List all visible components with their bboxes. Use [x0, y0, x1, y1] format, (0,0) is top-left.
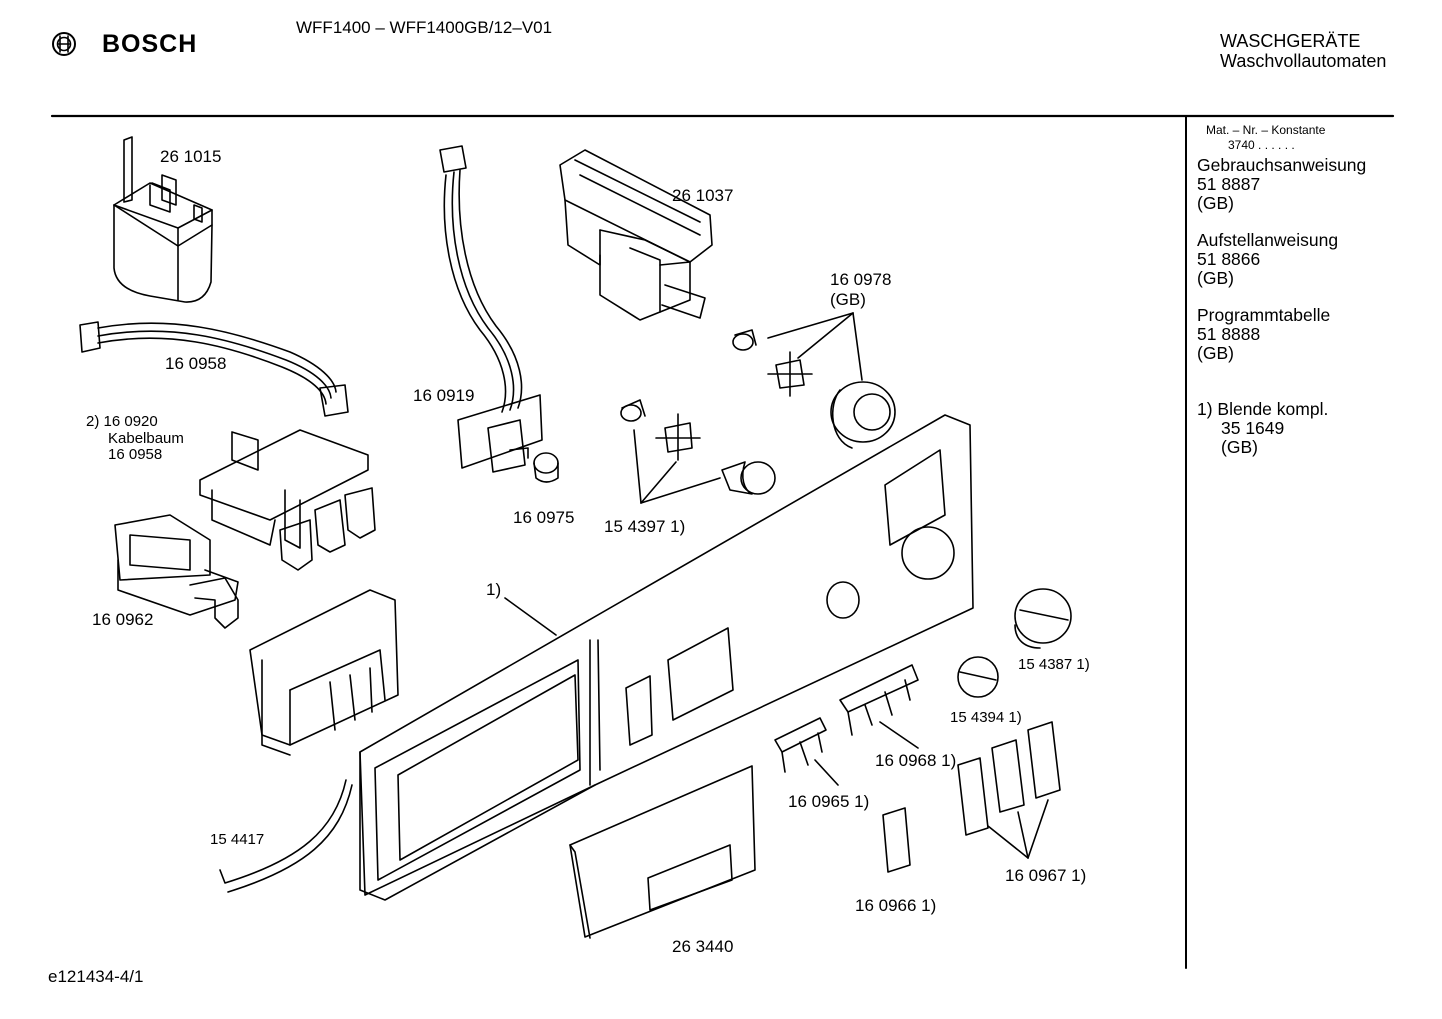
label-154387: 15 4387 1) [1018, 656, 1090, 673]
label-160919: 16 0919 [413, 386, 475, 405]
doc2-title: Aufstellanweisung [1197, 230, 1339, 250]
note-title: 1) Blende kompl. [1197, 399, 1329, 419]
category-line2: Waschvollautomaten [1220, 51, 1387, 71]
part-261037-shape [559, 149, 713, 321]
front-panel-shape [359, 414, 974, 901]
label-261037: 26 1037 [672, 186, 734, 205]
part-160978-shape [732, 312, 896, 449]
label-160958: 16 0958 [165, 354, 227, 373]
part-154387-shape [1014, 588, 1072, 649]
label-160967: 16 0967 1) [1005, 866, 1087, 885]
part-160919-shape [439, 145, 543, 473]
bosch-logo-icon [52, 32, 76, 56]
label-160968: 16 0968 1) [875, 751, 957, 770]
part-261015-shape [113, 136, 213, 303]
doc1-title: Gebrauchsanweisung [1197, 155, 1367, 175]
mat-value: 3740 . . . . . . [1228, 138, 1295, 152]
part-160965-shape [774, 717, 839, 786]
part-160975-shape [533, 452, 559, 483]
part-154394-shape [957, 656, 999, 698]
doc3-region: (GB) [1197, 343, 1234, 363]
drawing-id: e121434-4/1 [48, 967, 144, 986]
part-154397-shape [620, 399, 776, 504]
brand-name: BOSCH [102, 30, 198, 58]
label-160966: 16 0966 1) [855, 896, 937, 915]
doc3-title: Programmtabelle [1197, 305, 1331, 325]
doc2-region: (GB) [1197, 268, 1234, 288]
label-160978: 16 0978 [830, 270, 892, 289]
label-154394: 15 4394 1) [950, 709, 1022, 726]
label-160978-region: (GB) [830, 290, 866, 309]
part-160920-shape [199, 429, 376, 571]
label-kabelbaum: Kabelbaum [108, 430, 184, 447]
part-160968-shape [839, 664, 919, 749]
mat-label: Mat. – Nr. – Konstante [1206, 123, 1326, 137]
label-160975: 16 0975 [513, 508, 575, 527]
part-160962-shape [114, 514, 239, 629]
part-154417-shape [219, 779, 353, 893]
label-154417: 15 4417 [210, 831, 265, 848]
label-panel-note: 1) [486, 580, 502, 599]
note-number: 35 1649 [1221, 418, 1285, 438]
label-160920: 2) 16 0920 [86, 413, 158, 430]
part-160967-shape [957, 721, 1061, 859]
label-160965: 16 0965 1) [788, 792, 870, 811]
label-154397: 15 4397 1) [604, 517, 686, 536]
part-160966-shape [882, 807, 911, 873]
doc2-number: 51 8866 [1197, 249, 1261, 269]
doc1-number: 51 8887 [1197, 174, 1261, 194]
part-263440-shape [569, 765, 756, 939]
label-160962: 16 0962 [92, 610, 154, 629]
model-title: WFF1400 – WFF1400GB/12–V01 [296, 18, 553, 37]
part-160958-shape [79, 321, 349, 417]
label-263440: 26 3440 [672, 937, 734, 956]
doc3-number: 51 8888 [1197, 324, 1261, 344]
doc1-region: (GB) [1197, 193, 1234, 213]
note-region: (GB) [1221, 437, 1258, 457]
label-kabelbaum-ref: 16 0958 [108, 446, 163, 463]
control-bracket-shape [249, 589, 399, 756]
label-261015: 26 1015 [160, 147, 222, 166]
category-line1: WASCHGERÄTE [1220, 31, 1361, 51]
